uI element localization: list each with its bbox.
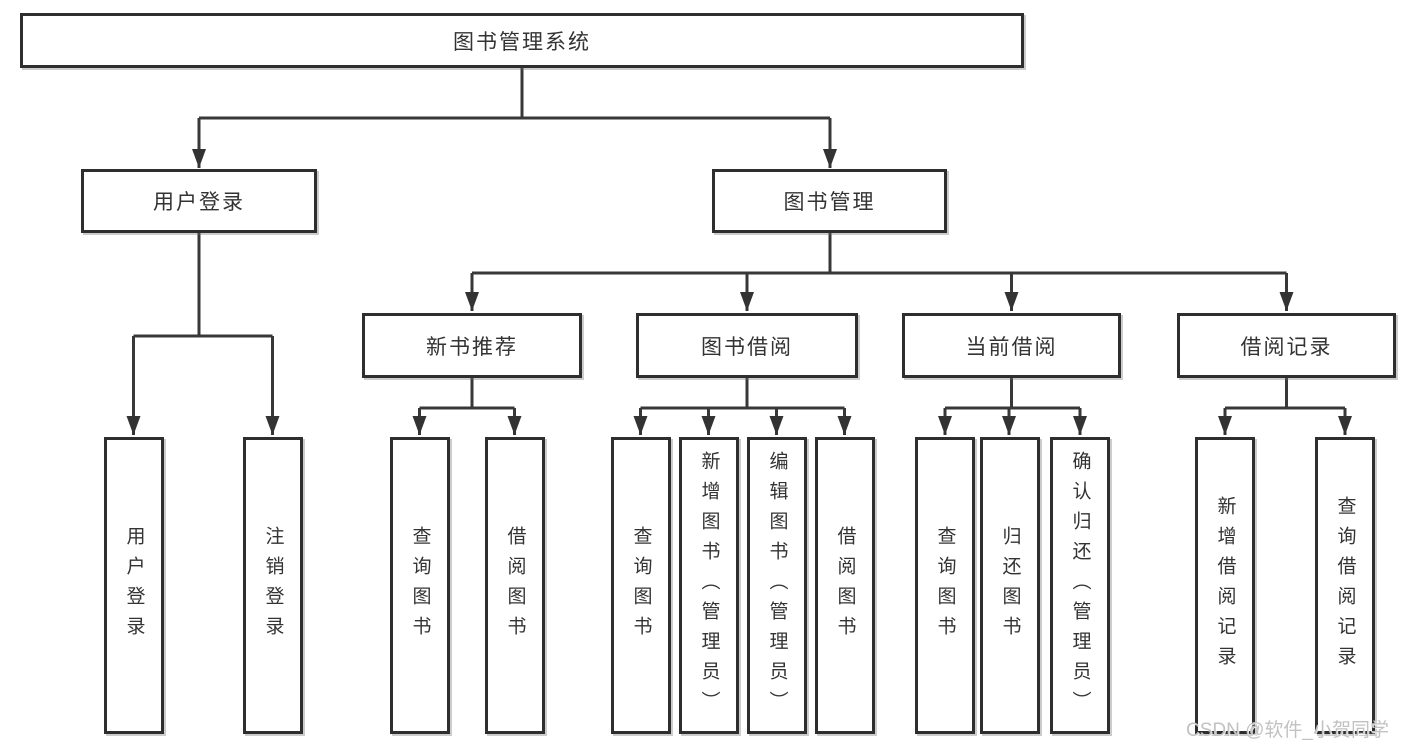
connector-current-borrow-rail [945, 378, 1080, 410]
node-book-borrowing-label: 图书借阅 [701, 335, 793, 359]
node-borrowing-records: 借阅记录 [1177, 313, 1396, 378]
node-current-borrowing-label: 当前借阅 [965, 335, 1058, 359]
leaf-logout: 注销登录 [243, 437, 303, 734]
leaf-query-books-current-label: 查询图书 [934, 525, 956, 646]
leaf-user-login-label: 用户登录 [123, 525, 145, 646]
leaf-query-books-borrowing: 查询图书 [611, 437, 671, 734]
leaf-edit-books-admin-label: 编辑图书（管理员） [766, 450, 788, 721]
leaf-query-books-recommend: 查询图书 [390, 437, 450, 734]
leaf-confirm-return-admin-label: 确认归还（管理员） [1069, 450, 1091, 721]
leaf-query-books-borrowing-label: 查询图书 [630, 525, 652, 646]
leaf-query-books-recommend-label: 查询图书 [409, 525, 431, 646]
connector-root-rail [199, 68, 830, 120]
leaf-edit-books-admin: 编辑图书（管理员） [747, 437, 807, 734]
node-book-management-branch: 图书管理 [712, 169, 947, 233]
node-new-book-recommend-label: 新书推荐 [426, 335, 518, 359]
leaf-query-borrow-record-label: 查询借阅记录 [1334, 495, 1356, 676]
leaf-add-books-admin: 新增图书（管理员） [679, 437, 739, 734]
leaf-add-borrow-record-label: 新增借阅记录 [1214, 495, 1236, 676]
csdn-watermark: CSDN @软件_小贺同学 [1186, 720, 1389, 741]
leaf-add-books-admin-label: 新增图书（管理员） [698, 450, 720, 721]
leaf-borrow-books-recommend: 借阅图书 [485, 437, 545, 734]
node-current-borrowing: 当前借阅 [902, 313, 1121, 378]
connector-new-rec-rail [419, 378, 515, 410]
node-new-book-recommend: 新书推荐 [362, 313, 582, 378]
node-book-management-branch-label: 图书管理 [783, 191, 876, 214]
leaf-add-borrow-record: 新增借阅记录 [1195, 437, 1255, 734]
node-library-system: 图书管理系统 [20, 13, 1024, 68]
node-book-borrowing: 图书借阅 [636, 313, 858, 378]
leaf-query-books-current: 查询图书 [915, 437, 975, 734]
leaf-user-login: 用户登录 [104, 437, 164, 734]
leaf-return-books-label: 归还图书 [999, 525, 1021, 646]
connector-user-login-rail [133, 233, 273, 338]
leaf-logout-label: 注销登录 [262, 525, 284, 646]
node-borrowing-records-label: 借阅记录 [1240, 335, 1333, 359]
leaf-return-books: 归还图书 [980, 437, 1040, 734]
leaf-borrow-books-recommend-label: 借阅图书 [504, 525, 526, 646]
connector-book-borrow-rail [640, 378, 845, 410]
leaf-borrow-books: 借阅图书 [815, 437, 875, 734]
node-user-login-branch-label: 用户登录 [153, 191, 245, 214]
node-library-system-label: 图书管理系统 [453, 30, 591, 54]
node-user-login-branch: 用户登录 [81, 169, 317, 233]
connector-records-rail [1225, 378, 1345, 410]
leaf-query-borrow-record: 查询借阅记录 [1315, 437, 1375, 734]
leaf-borrow-books-label: 借阅图书 [834, 525, 856, 646]
connector-book-mgmt-rail [472, 233, 1287, 275]
leaf-confirm-return-admin: 确认归还（管理员） [1050, 437, 1110, 734]
